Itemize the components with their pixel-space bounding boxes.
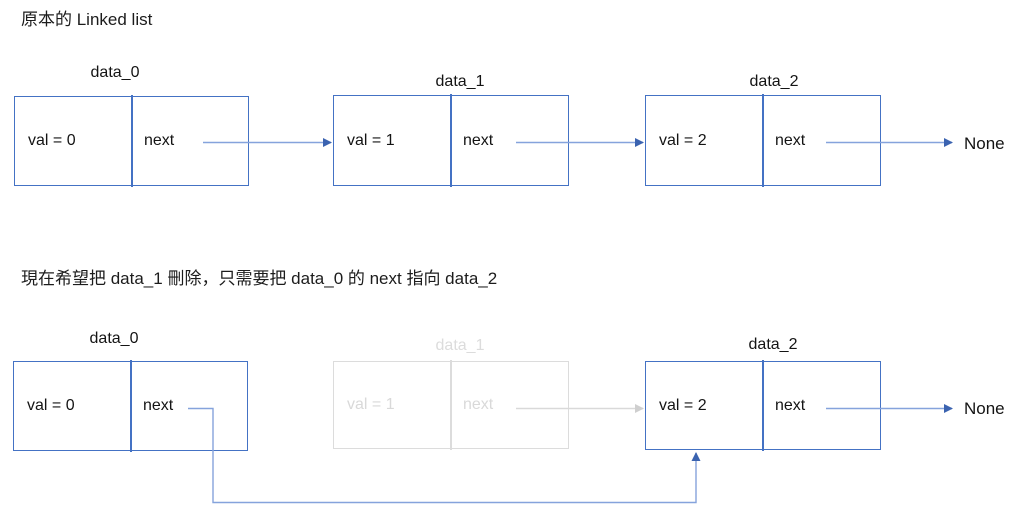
node-modified-data2: val = 2 next <box>645 360 881 451</box>
section-original-title: 原本的 Linked list <box>21 10 153 29</box>
node-label-modified-data2: data_2 <box>748 336 798 353</box>
node-label-modified-data1-faded: data_1 <box>435 337 485 354</box>
node-label-modified-data0: data_0 <box>89 330 139 347</box>
cell-divider <box>131 95 133 187</box>
node-label-original-data2: data_2 <box>749 73 799 90</box>
cell-divider <box>130 360 132 452</box>
next-cell: next <box>775 131 806 149</box>
node-original-data0: val = 0 next <box>14 95 249 187</box>
node-modified-data0: val = 0 next <box>13 360 248 452</box>
node-label-original-data1: data_1 <box>435 73 485 90</box>
next-cell: next <box>463 396 494 413</box>
cell-divider <box>450 94 452 187</box>
next-cell: next <box>775 396 806 414</box>
val-cell: val = 1 <box>347 396 395 413</box>
node-label-original-data0: data_0 <box>90 64 140 81</box>
next-cell: next <box>144 132 175 149</box>
val-cell: val = 2 <box>659 131 707 149</box>
cell-divider <box>450 360 452 450</box>
cell-divider <box>762 94 764 187</box>
section-modified-title: 現在希望把 data_1 刪除，只需要把 data_0 的 next 指向 da… <box>21 269 498 288</box>
cell-divider <box>762 360 764 451</box>
none-label-modified: None <box>964 399 1005 418</box>
val-cell: val = 0 <box>27 397 75 414</box>
val-cell: val = 1 <box>347 131 395 149</box>
next-cell: next <box>463 131 494 149</box>
node-original-data1: val = 1 next <box>333 94 569 187</box>
none-label-original: None <box>964 134 1005 153</box>
val-cell: val = 2 <box>659 396 707 414</box>
node-original-data2: val = 2 next <box>645 94 881 187</box>
next-cell: next <box>143 397 174 414</box>
val-cell: val = 0 <box>28 132 76 149</box>
node-modified-data1-faded: val = 1 next <box>333 360 569 450</box>
